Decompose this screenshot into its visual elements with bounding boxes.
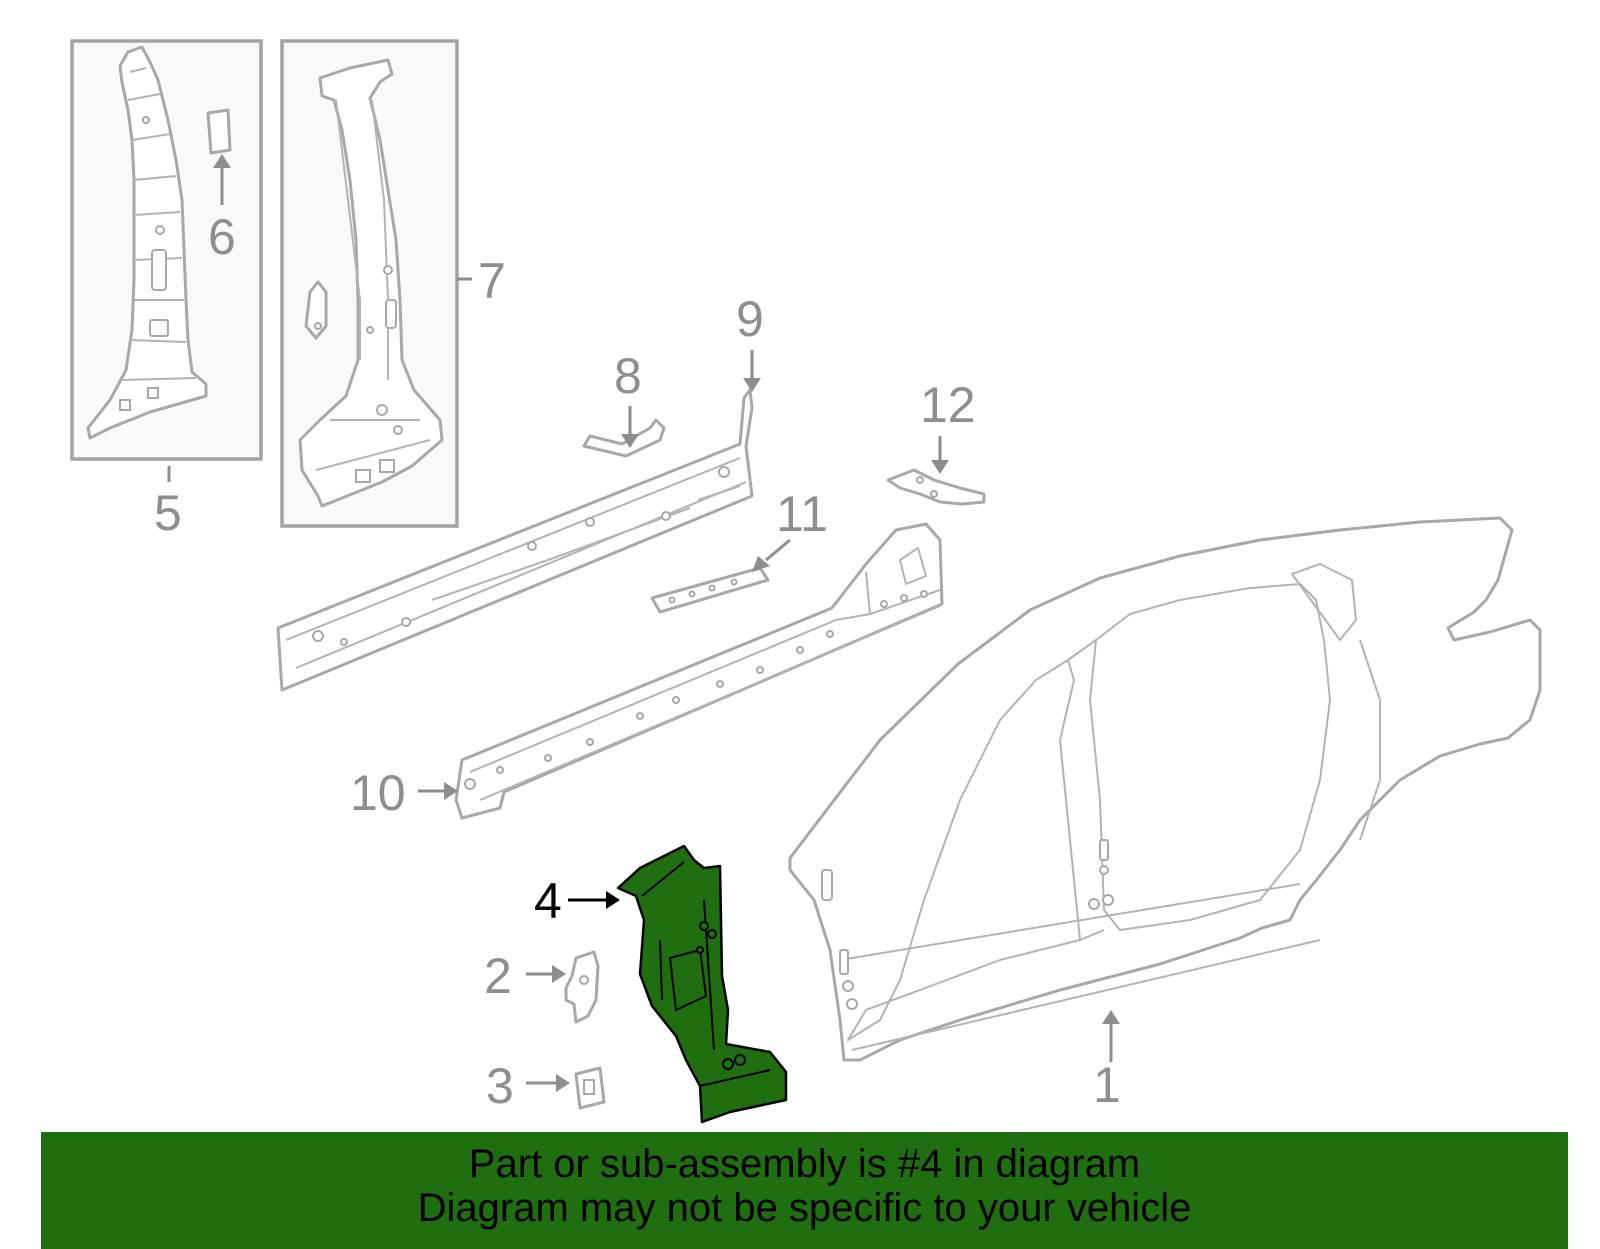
part-5-b-pillar-inner[interactable] bbox=[86, 45, 208, 440]
callout-4: 4 bbox=[534, 873, 562, 929]
callout-1: 1 bbox=[1093, 1057, 1121, 1113]
callout-6: 6 bbox=[208, 209, 236, 265]
info-banner: Part or sub-assembly is #4 in diagram Di… bbox=[41, 1132, 1568, 1249]
part-8-bracket[interactable] bbox=[582, 418, 666, 458]
part-6-patch[interactable] bbox=[206, 108, 232, 155]
banner-line-part: Part or sub-assembly is #4 in diagram bbox=[468, 1142, 1141, 1186]
part-11-reinforcement[interactable] bbox=[650, 566, 770, 614]
part-2-reinforcement[interactable] bbox=[564, 950, 600, 1024]
part-12-bracket[interactable] bbox=[886, 468, 986, 506]
callout-12: 12 bbox=[920, 377, 976, 433]
callout-2: 2 bbox=[484, 948, 512, 1004]
callout-5: 5 bbox=[154, 485, 182, 541]
part-10-rocker-outer[interactable] bbox=[454, 522, 944, 820]
banner-line-disclaimer: Diagram may not be specific to your vehi… bbox=[417, 1186, 1192, 1230]
part-7-b-pillar-outer[interactable] bbox=[298, 58, 444, 508]
callout-10: 10 bbox=[350, 765, 406, 821]
callout-7: 7 bbox=[478, 253, 506, 309]
part-4-hinge-pillar[interactable] bbox=[616, 844, 788, 1124]
callout-11: 11 bbox=[776, 486, 828, 542]
part-9-rocker-inner[interactable] bbox=[276, 388, 754, 692]
callout-8: 8 bbox=[614, 348, 642, 404]
callout-leaders bbox=[167, 154, 1120, 1092]
callout-9: 9 bbox=[736, 291, 764, 347]
callout-3: 3 bbox=[486, 1058, 514, 1114]
part-1-body-side-outer[interactable] bbox=[788, 516, 1542, 1062]
callout-numbers: 1 2 3 4 5 6 7 8 9 10 11 12 bbox=[154, 209, 1121, 1114]
part-3-patch[interactable] bbox=[574, 1066, 606, 1110]
